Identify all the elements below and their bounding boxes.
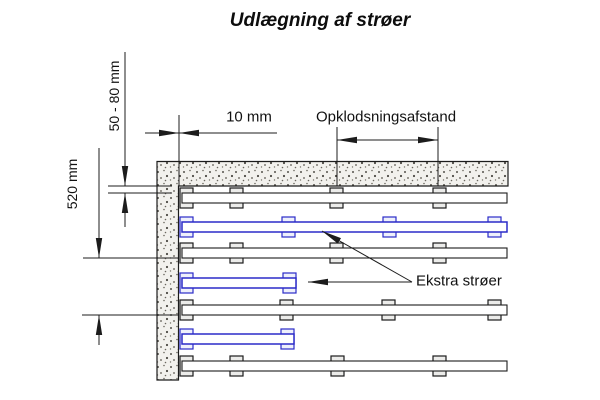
annotation-ekstra-stroer: Ekstra strøer <box>416 272 502 290</box>
ekstra-stroe-1 <box>181 221 508 233</box>
dimension-label-520-mm: 520 mm <box>64 158 80 210</box>
drawing-title: Udlægning af strøer <box>229 10 411 31</box>
dimension-label-opklodsningsafstand: Opklodsningsafstand <box>315 108 457 126</box>
arrow-ekstra-long <box>322 231 341 244</box>
arrow-10-right <box>179 129 199 137</box>
ekstra-stroe-2 <box>181 277 297 289</box>
arrow-50-80-top <box>121 166 129 186</box>
stroe-3 <box>181 304 508 316</box>
stroe-1 <box>181 192 508 204</box>
arrow-520-top <box>95 238 103 258</box>
ekstra-stroe-3 <box>181 333 295 345</box>
dimension-label-50-80-mm: 50 - 80 mm <box>106 60 122 132</box>
stroe-2 <box>181 247 508 259</box>
arrow-opklods-left <box>337 136 357 144</box>
arrow-50-80-bottom <box>121 193 129 213</box>
arrow-520-bottom <box>95 315 103 335</box>
dimension-label-10-mm: 10 mm <box>226 108 272 126</box>
arrow-opklods-right <box>418 136 438 144</box>
stroe-4 <box>181 360 508 372</box>
arrow-ekstra-short <box>308 278 328 286</box>
arrow-10-left <box>159 129 179 137</box>
